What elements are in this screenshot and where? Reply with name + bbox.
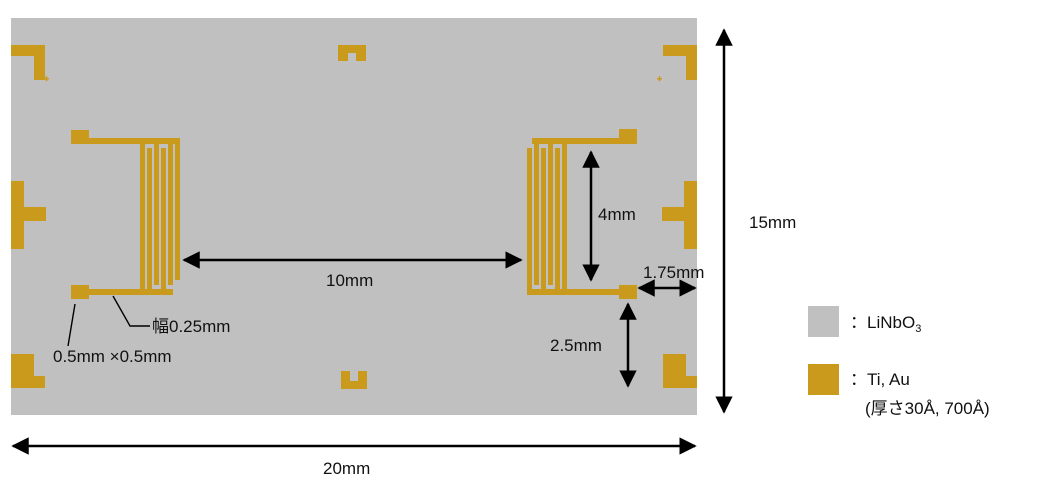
legend-swatch-electrode <box>808 364 839 395</box>
center-mark-bottom <box>341 371 367 389</box>
legend-swatch-substrate <box>808 306 839 337</box>
label-aperture: 4mm <box>598 205 636 224</box>
idt-left <box>71 130 180 299</box>
label-gap: 10mm <box>326 271 373 290</box>
legend-substrate-label: ：LiNbO3 <box>850 313 921 335</box>
corner-mark-bottom-right <box>663 354 697 388</box>
center-mark-top <box>338 45 366 61</box>
leader-lines <box>67 295 150 347</box>
label-width: 20mm <box>323 459 370 478</box>
legend-electrode-note: (厚さ30Å, 700Å) <box>865 399 990 418</box>
corner-mark-top-right <box>663 45 697 80</box>
corner-mark-bottom-left <box>11 354 45 388</box>
label-bottom-margin: 2.5mm <box>550 336 602 355</box>
legend-electrode-label: ：Ti, Au <box>850 370 910 389</box>
side-mark-right <box>662 181 697 249</box>
legend: ：LiNbO3 ：Ti, Au (厚さ30Å, 700Å) <box>808 306 990 418</box>
idt-right <box>527 129 637 299</box>
label-line-width: 幅0.25mm <box>152 317 230 336</box>
label-pad-size: 0.5mm ×0.5mm <box>53 347 172 366</box>
label-height: 15mm <box>749 213 796 232</box>
dimension-arrows <box>11 28 733 455</box>
corner-mark-top-left <box>11 45 45 80</box>
electrode-pattern <box>11 45 697 389</box>
label-edge-margin: 1.75mm <box>643 263 704 282</box>
side-mark-left <box>11 181 46 249</box>
